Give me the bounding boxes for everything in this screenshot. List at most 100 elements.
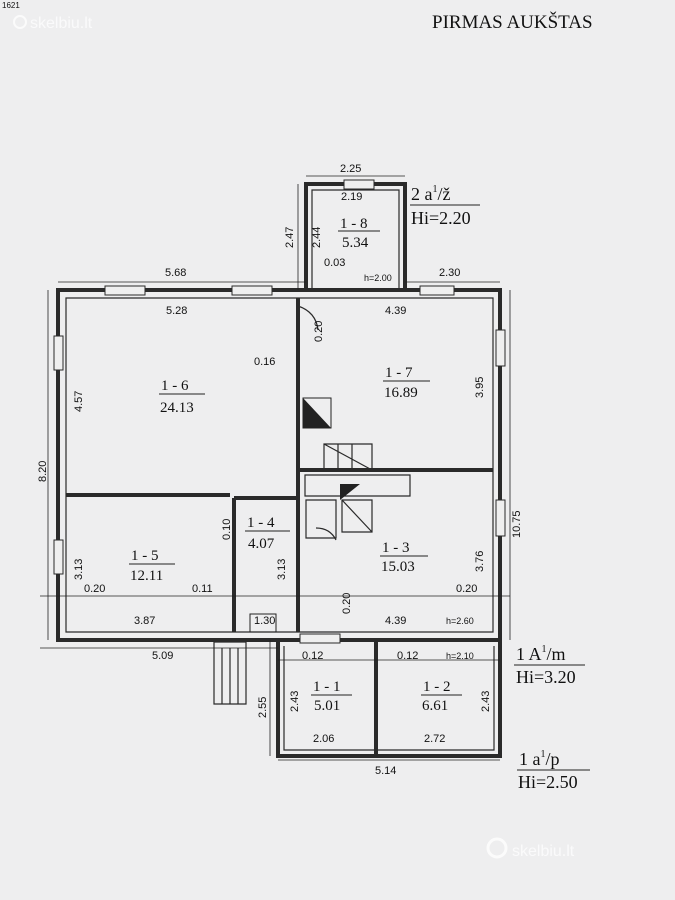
floor-code: 2 a1/ž bbox=[411, 184, 451, 204]
room-labels: 1 - 8 5.34 1 - 7 16.89 1 - 6 24.13 1 - 5… bbox=[129, 216, 462, 714]
dim-label: 0.11 bbox=[192, 583, 213, 595]
window bbox=[104, 285, 146, 296]
window bbox=[495, 329, 506, 367]
dim-label: 0.12 bbox=[302, 650, 323, 662]
room-id: 1 - 5 bbox=[131, 548, 159, 564]
dim-label: 2.72 bbox=[424, 733, 445, 745]
door-arc bbox=[315, 527, 337, 541]
window bbox=[299, 633, 341, 644]
dim-label: 0.10 bbox=[221, 519, 233, 540]
dim-label: 0.20 bbox=[84, 583, 105, 595]
wc bbox=[249, 613, 277, 633]
room-area: 5.34 bbox=[342, 235, 369, 251]
dim-label: 5.68 bbox=[165, 267, 186, 279]
porch-inner-line bbox=[283, 646, 495, 751]
fixtures bbox=[249, 397, 411, 633]
room-area: 15.03 bbox=[381, 559, 415, 575]
dim-label: 0.16 bbox=[254, 356, 275, 368]
dimension-labels: 2.25 2.19 2.47 2.44 0.03 5.68 2.30 5.28 … bbox=[37, 163, 523, 777]
dim-label: 0.20 bbox=[313, 321, 325, 342]
dim-label: 0.12 bbox=[397, 650, 418, 662]
floor-labels: 2 a1/ž Hi=2.20 1 A1/m Hi=3.20 1 a1/p Hi=… bbox=[364, 184, 590, 792]
watermark-top: skelbiu.lt bbox=[30, 15, 93, 32]
window bbox=[495, 499, 506, 537]
dim-label: 2.43 bbox=[289, 691, 301, 712]
step-lines bbox=[221, 648, 239, 704]
room-id: 1 - 4 bbox=[247, 515, 275, 531]
floor-height: Hi=3.20 bbox=[516, 667, 576, 687]
dim-label: 10.75 bbox=[511, 510, 523, 538]
entrance-steps bbox=[213, 641, 247, 705]
dim-label: 5.09 bbox=[152, 650, 173, 662]
room-area: 4.07 bbox=[248, 536, 275, 552]
dim-label: 8.20 bbox=[37, 461, 49, 482]
porch-wall bbox=[276, 640, 502, 758]
room-area: 5.01 bbox=[314, 698, 340, 714]
floor-code: 1 A1/m bbox=[516, 644, 566, 664]
dim-label: 5.14 bbox=[375, 765, 396, 777]
room-id: 1 - 7 bbox=[385, 365, 413, 381]
page-title: PIRMAS AUKŠTAS bbox=[432, 11, 593, 33]
dim-label: 2.25 bbox=[340, 163, 361, 175]
watermark-logo-icon bbox=[486, 837, 508, 859]
room-area: 12.11 bbox=[130, 568, 163, 584]
windows bbox=[53, 179, 506, 644]
height-label: h=2.10 bbox=[446, 651, 474, 661]
room-id: 1 - 1 bbox=[313, 679, 341, 695]
dim-label: 2.06 bbox=[313, 733, 334, 745]
stairs-lower bbox=[341, 499, 373, 533]
dim-label: 2.47 bbox=[284, 227, 296, 248]
window bbox=[343, 179, 375, 190]
window bbox=[53, 335, 64, 371]
dimension-lines bbox=[40, 175, 511, 761]
dim-label: 3.13 bbox=[73, 559, 85, 580]
room-id: 1 - 8 bbox=[340, 216, 368, 232]
stairs-upper bbox=[323, 443, 373, 471]
dim-label: 0.20 bbox=[456, 583, 477, 595]
dim-label: 3.76 bbox=[474, 551, 486, 572]
room-id: 1 - 2 bbox=[423, 679, 451, 695]
watermark-logo-icon bbox=[13, 15, 27, 29]
stairs-arrow bbox=[340, 484, 360, 500]
dim-label: 2.43 bbox=[480, 691, 492, 712]
dim-label: 4.57 bbox=[73, 391, 85, 412]
height-label: h=2.60 bbox=[446, 616, 474, 626]
window bbox=[231, 285, 273, 296]
dim-label: 2.19 bbox=[341, 191, 362, 203]
dim-label: 3.95 bbox=[474, 377, 486, 398]
vestibule-inner-line bbox=[311, 189, 400, 290]
stair-nook bbox=[305, 499, 337, 539]
door-arc bbox=[297, 305, 319, 331]
dim-label: 1.30 bbox=[254, 615, 275, 627]
doors bbox=[297, 305, 337, 541]
dim-label: 2.55 bbox=[257, 697, 269, 718]
corner-mark: 1621 bbox=[2, 1, 20, 10]
dim-label: 2.30 bbox=[439, 267, 460, 279]
dim-label: 3.87 bbox=[134, 615, 155, 627]
floor-height: Hi=2.50 bbox=[518, 772, 578, 792]
dim-label: 5.28 bbox=[166, 305, 187, 317]
room-id: 1 - 6 bbox=[161, 378, 189, 394]
dim-label: 0.03 bbox=[324, 257, 345, 269]
window bbox=[53, 539, 64, 575]
room-id: 1 - 3 bbox=[382, 540, 410, 556]
dim-label: 4.39 bbox=[385, 615, 406, 627]
floor-height: Hi=2.20 bbox=[411, 208, 471, 228]
dim-label: 0.20 bbox=[341, 593, 353, 614]
stove-fill bbox=[303, 398, 331, 428]
height-label: h=2.00 bbox=[364, 273, 392, 283]
dim-label: 3.13 bbox=[276, 559, 288, 580]
window bbox=[419, 285, 455, 296]
inner-wall-line bbox=[65, 297, 494, 633]
room-area: 16.89 bbox=[384, 385, 418, 401]
room-area: 6.61 bbox=[422, 698, 448, 714]
dim-label: 4.39 bbox=[385, 305, 406, 317]
floor-code: 1 a1/p bbox=[519, 749, 560, 769]
stair-landing bbox=[304, 474, 411, 497]
room-area: 24.13 bbox=[160, 400, 194, 416]
dim-label: 2.44 bbox=[311, 227, 323, 248]
watermark-bottom: skelbiu.lt bbox=[512, 843, 575, 860]
watermarks: skelbiu.lt skelbiu.lt bbox=[13, 15, 575, 860]
